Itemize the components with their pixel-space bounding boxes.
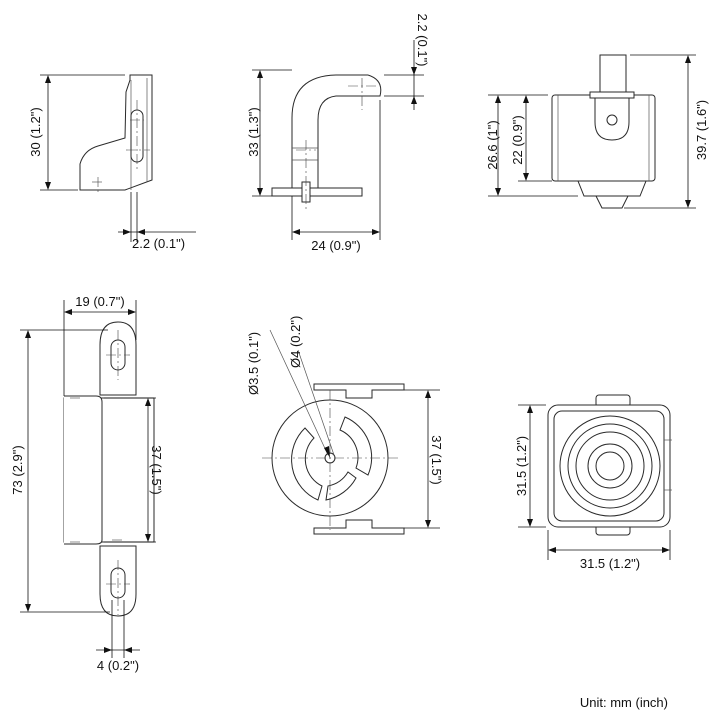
dim-hole-large: Ø4 (0.2") — [288, 316, 303, 368]
lens-outer — [559, 415, 661, 517]
camera-cable — [599, 54, 627, 96]
mount-bottom-flange — [313, 519, 405, 535]
dim-bracket-plate: 2.2 (0.1") — [132, 236, 185, 251]
view-bracket-front: 19 (0.7") 73 (2.9") 37 (1.5") 4 (0.2") — [10, 294, 164, 673]
view-camera-side: 26.6 (1") 22 (0.9") 39.7 (1.6") — [485, 54, 709, 209]
dim-hole-small: Ø3.5 (0.1") — [246, 332, 261, 395]
view-bracket-side: 30 (1.2") 2.2 (0.1") — [28, 74, 196, 251]
mount-arc-slot — [339, 416, 373, 476]
bracket-outline — [79, 74, 153, 191]
camera-lens-ring — [577, 180, 647, 197]
dim-lbracket-thickness: 2.2 (0.1") — [415, 13, 430, 66]
view-lbracket-side: 33 (1.3") 24 (0.9") 2.2 (0.1") — [246, 13, 430, 253]
dim-front-slot: 4 (0.2") — [97, 658, 139, 673]
dim-body-total: 26.6 (1") — [485, 120, 500, 169]
dim-lbracket-depth: 24 (0.9") — [311, 238, 360, 253]
dim-lbracket-height: 33 (1.3") — [246, 107, 261, 156]
dim-front-length: 73 (2.9") — [10, 445, 25, 494]
mount-top-flange — [313, 383, 405, 399]
lbracket-outline — [291, 74, 368, 188]
lens-glass — [595, 451, 625, 481]
lbracket-base — [271, 187, 363, 197]
dim-lens-width: 31.5 (1.2") — [580, 556, 640, 571]
dim-lens-height: 31.5 (1.2") — [514, 436, 529, 496]
view-mount-rear: Ø3.5 (0.1") Ø4 (0.2") 37 (1.5") — [246, 316, 444, 535]
view-camera-front: 31.5 (1.2") 31.5 (1.2") — [514, 394, 672, 571]
dim-body-height: 22 (0.9") — [510, 115, 525, 164]
dim-front-width: 19 (0.7") — [75, 294, 124, 309]
dim-mount-height: 37 (1.5") — [429, 435, 444, 484]
dim-bracket-height: 30 (1.2") — [28, 107, 43, 156]
unit-note: Unit: mm (inch) — [579, 695, 668, 710]
dim-overall-height: 39.7 (1.6") — [694, 100, 709, 160]
dim-front-body: 37 (1.5") — [149, 445, 164, 494]
